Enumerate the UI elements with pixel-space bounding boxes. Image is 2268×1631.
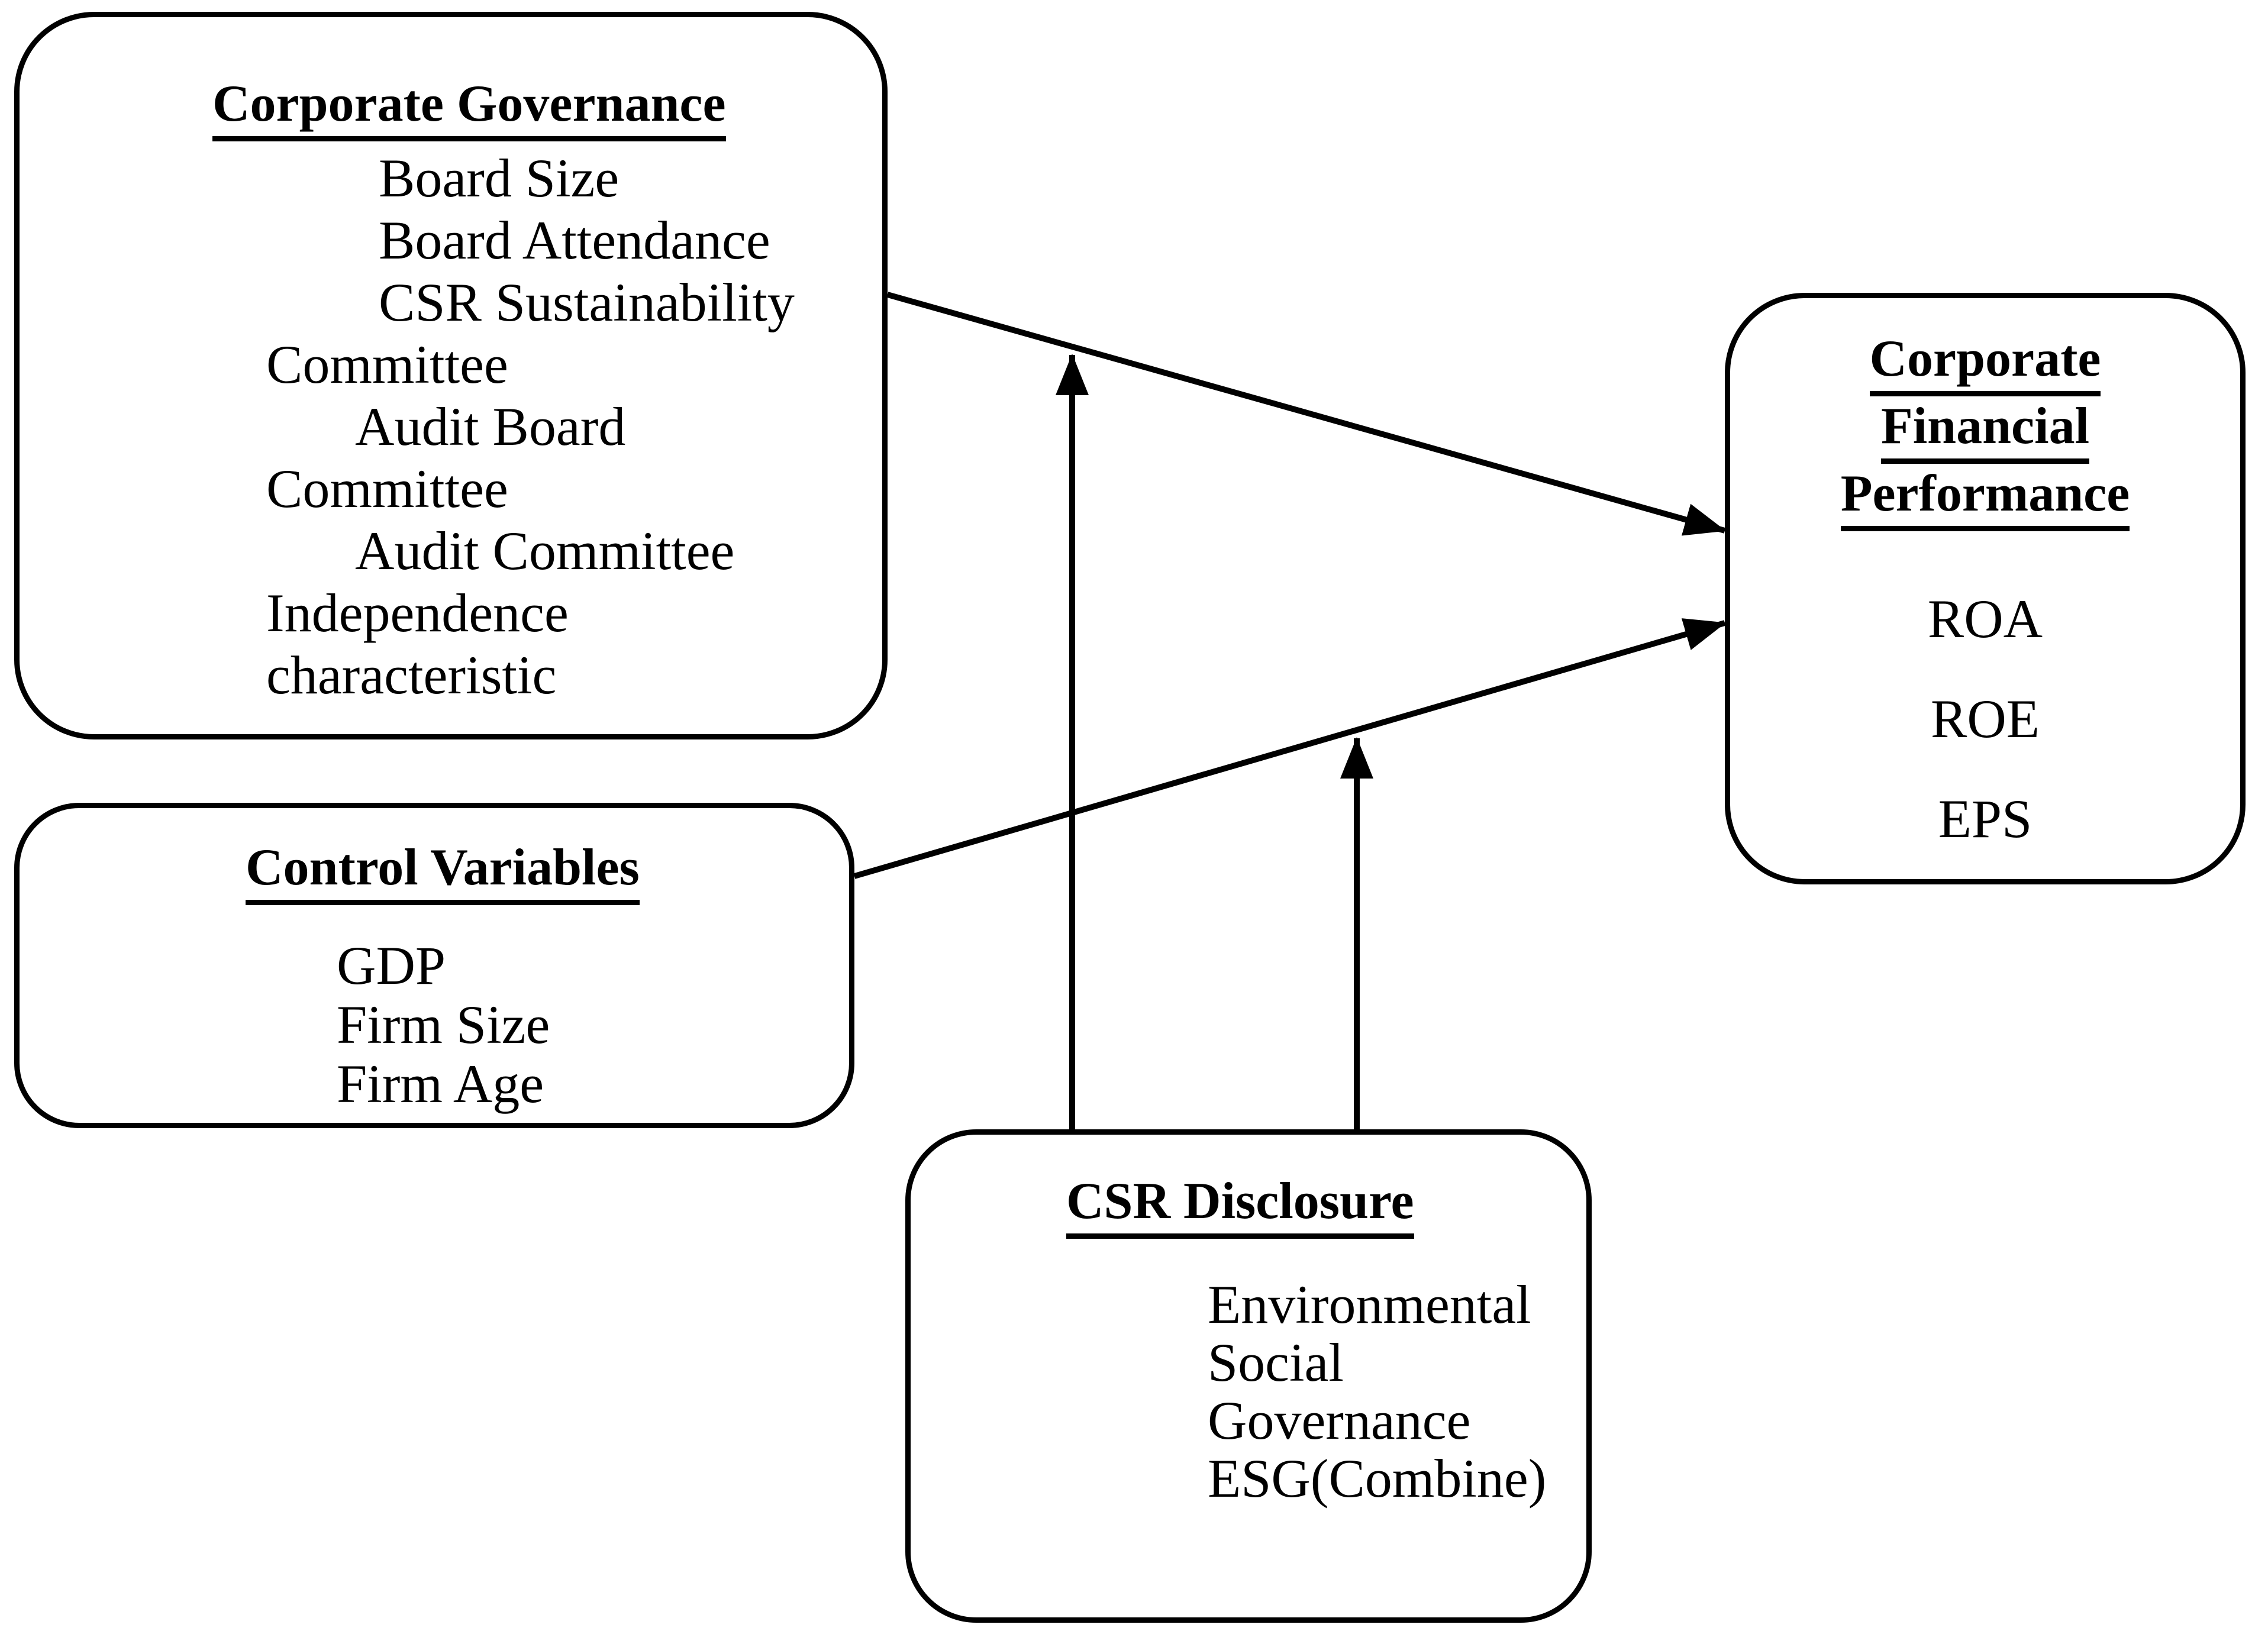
governance-item: Independence — [266, 583, 569, 643]
control-item: Firm Size — [337, 994, 550, 1055]
control-variables-box: Control Variables GDP Firm Size Firm Age — [14, 803, 854, 1128]
governance-item: characteristic — [266, 645, 557, 705]
performance-title-line: Corporate — [1730, 329, 2240, 396]
performance-item: ROE — [1931, 689, 2040, 749]
control-variables-content: Control Variables GDP Firm Size Firm Age — [20, 838, 849, 1113]
governance-item: Board Attendance — [379, 210, 770, 270]
csr-item: Social — [1208, 1332, 1344, 1393]
arrow-governance-to-performance — [886, 292, 1726, 536]
governance-item: CSR Sustainability — [379, 272, 795, 332]
csr-item: Environmental — [1208, 1274, 1531, 1335]
governance-item: Committee — [266, 334, 508, 395]
arrow-controls-to-performance — [853, 618, 1726, 879]
control-variables-title: Control Variables — [246, 838, 849, 905]
performance-title-line: Performance — [1730, 464, 2240, 531]
csr-disclosure-title: CSR Disclosure — [1066, 1171, 1586, 1239]
performance-item: ROA — [1927, 589, 2043, 649]
corporate-governance-title: Corporate Governance — [212, 74, 882, 141]
csr-disclosure-content: CSR Disclosure Environmental Social Gove… — [911, 1171, 1586, 1507]
corporate-financial-performance-box: Corporate Financial Performance ROA ROE … — [1725, 293, 2246, 884]
corporate-financial-performance-content: Corporate Financial Performance ROA ROE … — [1730, 329, 2240, 850]
csr-item: ESG(Combine) — [1208, 1448, 1547, 1509]
governance-item: Audit Committee — [355, 521, 735, 581]
governance-item: Committee — [266, 458, 508, 519]
csr-item: Governance — [1208, 1390, 1471, 1451]
governance-item: Audit Board — [355, 396, 626, 457]
performance-item: EPS — [1938, 789, 2033, 849]
corporate-governance-box: Corporate Governance Board Size Board At… — [14, 12, 888, 739]
control-item: Firm Age — [337, 1054, 544, 1114]
governance-item: Board Size — [379, 148, 620, 208]
csr-disclosure-box: CSR Disclosure Environmental Social Gove… — [905, 1129, 1592, 1623]
corporate-governance-content: Corporate Governance Board Size Board At… — [20, 74, 882, 706]
control-item: GDP — [337, 935, 446, 996]
performance-title-line: Financial — [1730, 396, 2240, 464]
